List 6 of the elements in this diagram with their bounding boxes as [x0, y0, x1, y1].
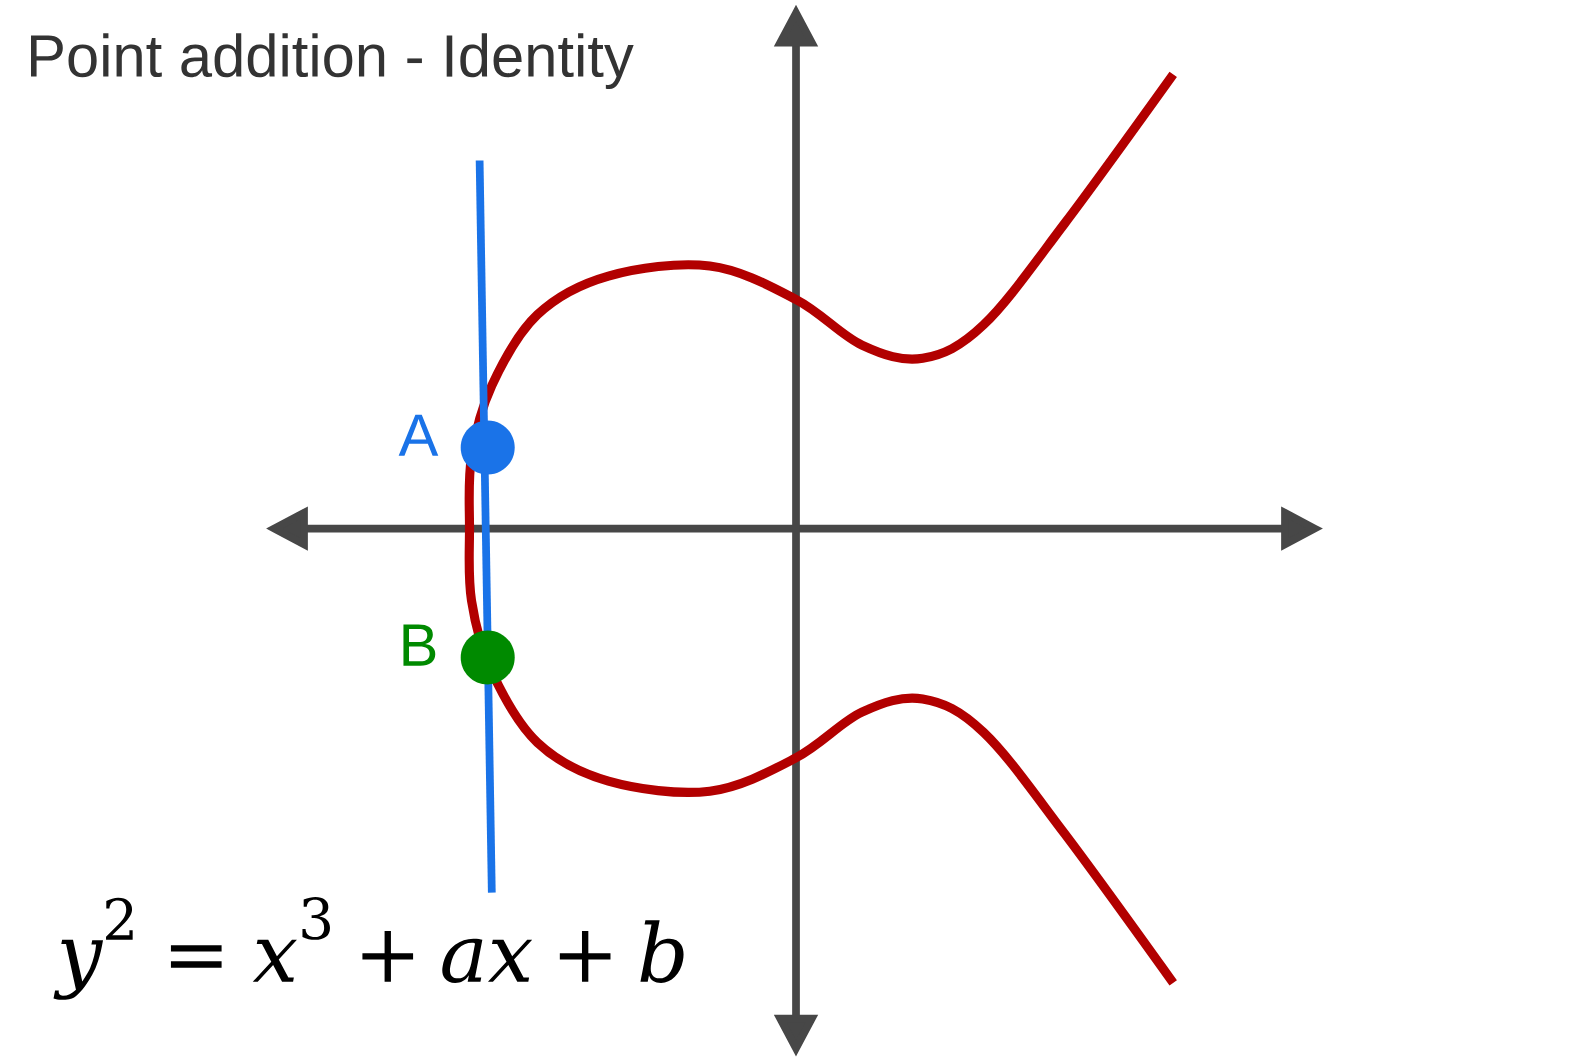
equation: $y^2 = x^3 + ax + b$ — [53, 897, 684, 1000]
point-marker — [460, 630, 515, 685]
point-label: B — [403, 624, 436, 666]
point-marker — [460, 420, 515, 475]
title: Point addition - Identity — [31, 33, 634, 90]
point-label: A — [398, 414, 439, 456]
